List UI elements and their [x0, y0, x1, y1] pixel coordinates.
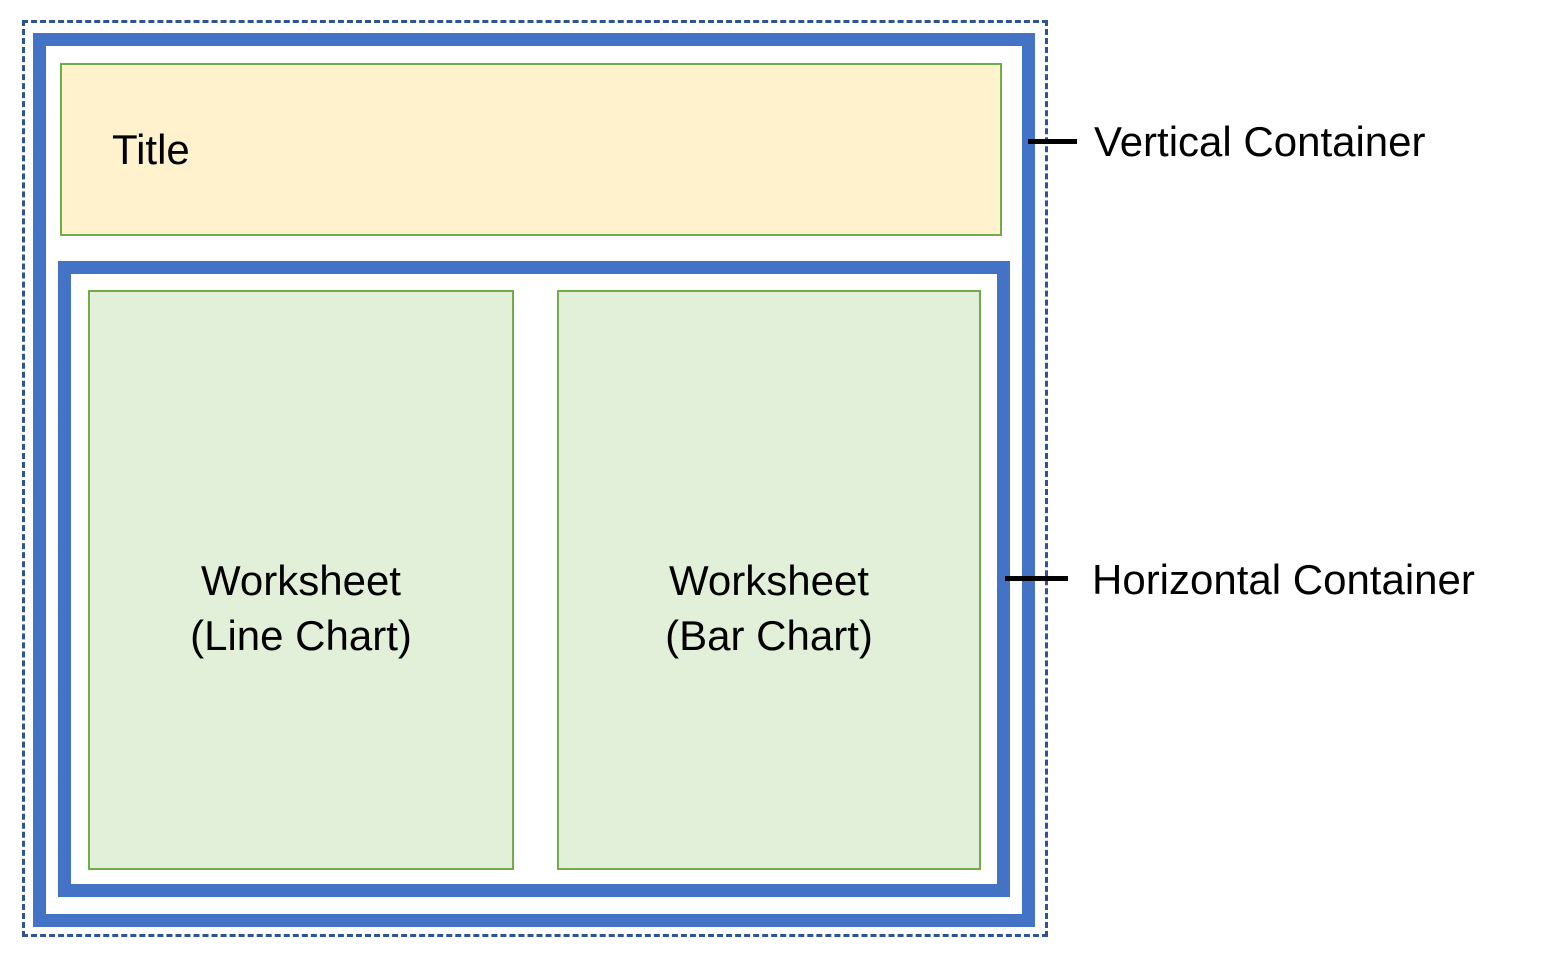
- worksheet-label-line: Worksheet: [201, 556, 401, 604]
- horizontal-container-callout-line: [1005, 576, 1068, 581]
- vertical-container-label: Vertical Container: [1094, 118, 1426, 165]
- title-box-label: Title: [112, 125, 190, 173]
- vertical-container-outline: [33, 33, 1035, 927]
- horizontal-container-outline: [58, 261, 1010, 897]
- title-box: Title: [60, 63, 1002, 236]
- vertical-container-callout-line: [1028, 139, 1077, 144]
- horizontal-container-label: Horizontal Container: [1092, 556, 1475, 603]
- worksheet-bar-chart-label: Worksheet (Bar Chart): [665, 553, 873, 664]
- worksheet-label-line: (Bar Chart): [665, 612, 873, 659]
- worksheet-label-line: Worksheet: [669, 556, 869, 604]
- worksheet-label-line: (Line Chart): [190, 612, 412, 659]
- dashboard-dashed-boundary: [22, 20, 1048, 937]
- worksheet-line-chart-label: Worksheet (Line Chart): [190, 553, 412, 664]
- worksheet-line-chart-box: Worksheet (Line Chart): [88, 290, 514, 870]
- worksheet-bar-chart-box: Worksheet (Bar Chart): [557, 290, 981, 870]
